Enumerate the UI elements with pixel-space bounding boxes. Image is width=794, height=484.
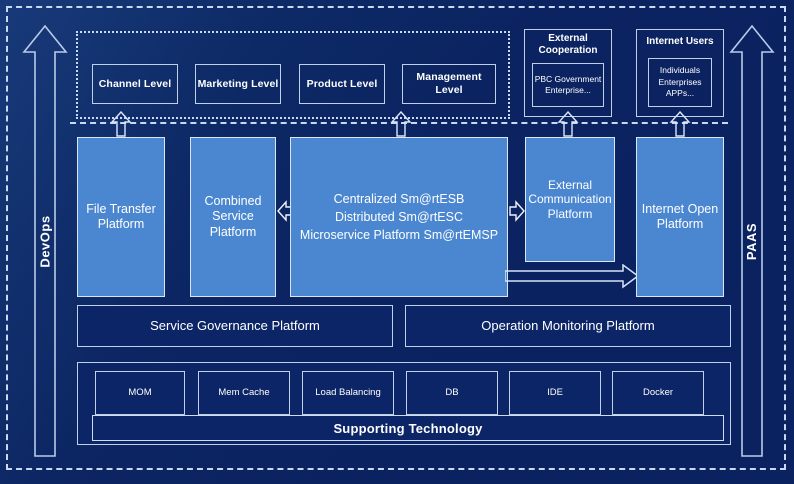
operation-monitoring-platform[interactable]: Operation Monitoring Platform bbox=[405, 305, 731, 347]
level-box-product[interactable]: Product Level bbox=[299, 64, 385, 104]
core-line-centralized: Centralized Sm@rtESB bbox=[333, 191, 465, 206]
external-cooperation-detail: PBC Government Enterprise... bbox=[532, 63, 604, 107]
layer-divider bbox=[70, 122, 728, 124]
service-governance-platform[interactable]: Service Governance Platform bbox=[77, 305, 393, 347]
core-line-distributed: Distributed Sm@rtESC bbox=[334, 209, 463, 224]
outer-dashed-frame bbox=[6, 6, 786, 470]
tech-box-docker[interactable]: Docker bbox=[612, 371, 704, 415]
internet-users-title: Internet Users bbox=[646, 36, 714, 47]
level-box-channel[interactable]: Channel Level bbox=[92, 64, 178, 104]
platform-core-esb-text: Centralized Sm@rtESB Distributed Sm@rtES… bbox=[300, 190, 498, 244]
connector-arrow-up-core-platform bbox=[390, 111, 412, 137]
core-line-microservice: Microservice Platform Sm@rtEMSP bbox=[299, 228, 499, 243]
connector-arrow-up-internet-open bbox=[669, 111, 691, 137]
tech-box-load-balancing[interactable]: Load Balancing bbox=[302, 371, 394, 415]
internet-users-group[interactable] bbox=[636, 29, 724, 117]
paas-arrow-label: PAAS bbox=[744, 222, 760, 260]
platform-external-communication[interactable]: External Communication Platform bbox=[525, 137, 615, 262]
devops-arrow: DevOps bbox=[22, 22, 68, 460]
connector-arrow-right-core-internet-open bbox=[505, 264, 639, 290]
tech-box-mem-cache[interactable]: Mem Cache bbox=[198, 371, 290, 415]
tech-box-db[interactable]: DB bbox=[406, 371, 498, 415]
external-cooperation-group[interactable] bbox=[524, 29, 612, 117]
business-levels-group bbox=[76, 31, 510, 119]
paas-arrow: PAAS bbox=[729, 22, 775, 460]
tech-box-ide[interactable]: IDE bbox=[509, 371, 601, 415]
platform-combined-service[interactable]: Combined Service Platform bbox=[190, 137, 276, 297]
external-cooperation-title: External Cooperation bbox=[538, 33, 598, 56]
platform-file-transfer[interactable]: File Transfer Platform bbox=[77, 137, 165, 297]
connector-arrow-up-file-transfer bbox=[110, 111, 132, 137]
connector-arrow-right-core-external bbox=[509, 200, 525, 222]
internet-users-detail: Individuals Enterprises APPs... bbox=[648, 58, 712, 107]
platform-internet-open[interactable]: Internet Open Platform bbox=[636, 137, 724, 297]
platform-core-esb[interactable]: Centralized Sm@rtESB Distributed Sm@rtES… bbox=[290, 137, 508, 297]
connector-arrow-up-external-communication bbox=[557, 111, 579, 137]
devops-arrow-label: DevOps bbox=[37, 214, 53, 268]
level-box-marketing[interactable]: Marketing Level bbox=[195, 64, 281, 104]
level-box-management[interactable]: Management Level bbox=[402, 64, 496, 104]
tech-box-mom[interactable]: MOM bbox=[95, 371, 185, 415]
supporting-technology-banner: Supporting Technology bbox=[92, 415, 724, 441]
